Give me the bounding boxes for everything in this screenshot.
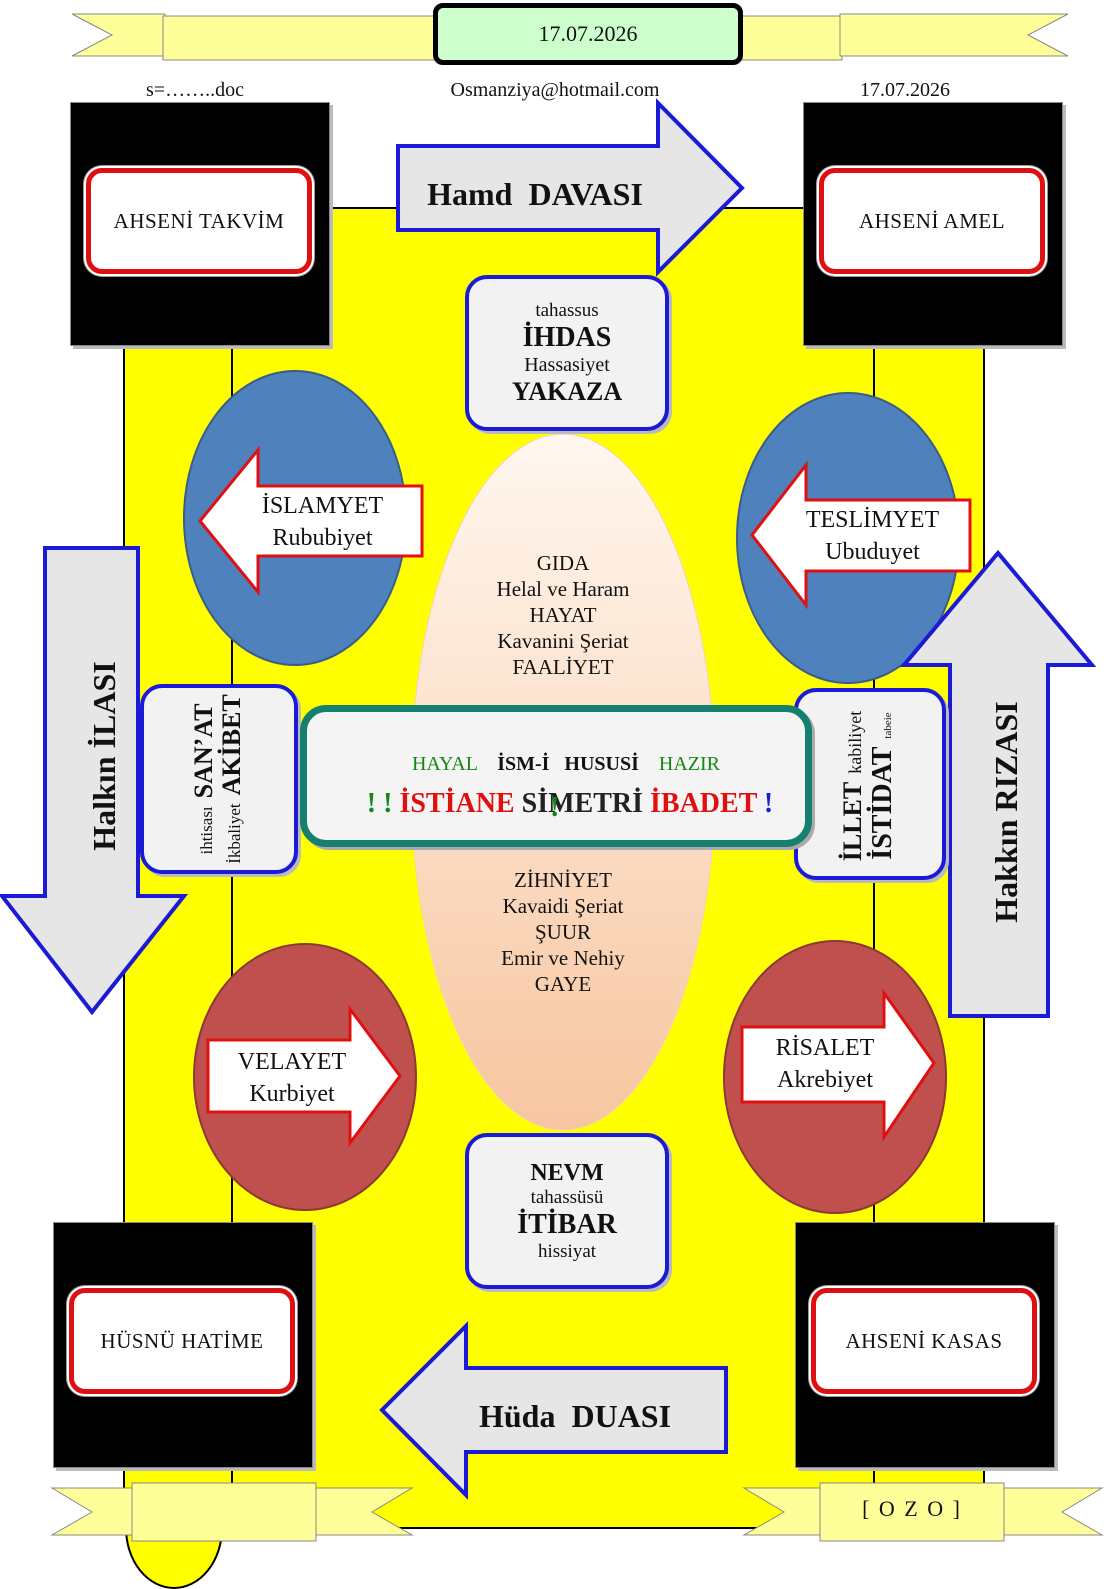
word-hususi: HUSUSİ bbox=[564, 753, 639, 775]
excl-green: ! bbox=[550, 792, 560, 823]
center-bottom-line-5: GAYE bbox=[534, 972, 592, 996]
word-ism-i: İSM-İ bbox=[497, 753, 550, 775]
label-islamyet: İSLAMYET bbox=[261, 493, 384, 519]
arrow-right-risalet bbox=[740, 988, 936, 1142]
center-bottom-line-2: Kavaidi Şeriat bbox=[502, 894, 624, 918]
top-ribbon-left bbox=[71, 13, 444, 61]
center-top-line-4: Kavanini Şeriat bbox=[497, 629, 629, 653]
center-oval-top-text: GIDA Helal ve Haram HAYAT Kavanini Şeria… bbox=[450, 550, 676, 680]
center-bottom-line-3: ŞUUR bbox=[534, 920, 592, 944]
label-ahseni-kasas: AHSENİ KASAS bbox=[811, 1288, 1037, 1394]
date-banner: 17.07.2026 bbox=[433, 3, 743, 65]
center-top-line-2: Helal ve Haram bbox=[496, 577, 630, 601]
email-label[interactable]: Osmanziya@hotmail.com bbox=[450, 79, 660, 101]
oval-bottom-right-label: RİSALET Akrebiyet bbox=[745, 1032, 905, 1096]
center-bottom-line-1: ZİHNİYET bbox=[514, 868, 612, 892]
label-ahseni-takvim: AHSENİ TAKVİM bbox=[86, 168, 312, 274]
box-ihdas-line2: İHDAS bbox=[522, 321, 612, 353]
center-box-row2: ! ! İSTİANE SİMETRİ İBADET ! bbox=[307, 756, 805, 852]
center-box-row1: HAYAL İSM-İ HUSUSİ HAZIR bbox=[307, 730, 805, 799]
label-hakkin-rizasi: Hakkın RIZASI bbox=[988, 701, 1024, 923]
box-akibet-line2: SAN’AT bbox=[189, 703, 218, 799]
label-huda-duasi: Hüda DUASI bbox=[478, 1398, 672, 1434]
box-itibar-line3: İTİBAR bbox=[517, 1208, 617, 1240]
arrow-halkin-ilasi bbox=[0, 546, 189, 1016]
arrow-huda-duasi bbox=[379, 1321, 728, 1500]
label-ahseni-amel: AHSENİ AMEL bbox=[819, 168, 1045, 274]
box-ihdas-line3: Hassasiyet bbox=[524, 353, 610, 376]
file-label: s=……..doc bbox=[146, 79, 244, 101]
top-ribbon-right bbox=[741, 13, 1069, 61]
box-akibet-line4: AKİBET bbox=[217, 694, 246, 796]
word-simetri: SİMETRİ bbox=[521, 788, 643, 819]
box-istidat-line4: tabeie bbox=[881, 712, 894, 739]
excl-pre: ! ! bbox=[366, 788, 393, 819]
bottom-ribbon-left bbox=[50, 1482, 414, 1542]
arrow-hakkin-rizasi bbox=[899, 549, 1097, 1018]
oval-top-right-label: TESLİMYET Ubuduyet bbox=[790, 504, 955, 568]
box-istidat-line3: İSTİDAT bbox=[866, 746, 898, 860]
label-kurbiyet: Kurbiyet bbox=[249, 1081, 335, 1107]
box-akibet-line1: ihtisası bbox=[197, 806, 216, 855]
label-risalet: RİSALET bbox=[775, 1035, 875, 1061]
center-box: HAYAL İSM-İ HUSUSİ HAZIR ! ! İSTİANE SİM… bbox=[300, 705, 812, 847]
oval-top-left-label: İSLAMYET Rububiyet bbox=[250, 490, 395, 554]
label-husnu-hatime: HÜSNÜ HATİME bbox=[69, 1288, 295, 1394]
label-teslimyet: TESLİMYET bbox=[805, 507, 940, 533]
box-istidat-text: İLLET kabiliyet İSTİDAT tabeie bbox=[837, 688, 900, 884]
box-istidat-line1: İLLET bbox=[837, 781, 867, 862]
box-ihdas-line4: YAKAZA bbox=[511, 376, 623, 406]
word-ibadet: İBADET bbox=[650, 788, 757, 819]
arrow-hamd-davasi bbox=[396, 98, 745, 277]
arrow-right-velayet bbox=[206, 1004, 402, 1148]
label-ubuduyet: Ubuduyet bbox=[825, 539, 920, 565]
box-ihdas: tahassus İHDAS Hassasiyet YAKAZA bbox=[465, 275, 669, 431]
box-ihdas-line1: tahassus bbox=[535, 299, 599, 321]
center-top-line-5: FAALİYET bbox=[512, 655, 614, 679]
label-akrebiyet: Akrebiyet bbox=[777, 1067, 873, 1093]
footer-ozo: [ O Z O ] bbox=[862, 1496, 962, 1521]
box-itibar-line2: tahassüsü bbox=[530, 1186, 604, 1208]
date-banner-text: 17.07.2026 bbox=[538, 21, 638, 46]
center-top-line-3: HAYAT bbox=[529, 603, 597, 627]
label-rububiyet: Rububiyet bbox=[272, 525, 373, 551]
box-akibet-text: ihtisası SAN’AT İkbaliyet AKİBET bbox=[189, 684, 246, 874]
center-bottom-line-4: Emir ve Nehiy bbox=[501, 946, 625, 970]
label-halkin-ilasi: Halkın İLASI bbox=[86, 661, 122, 851]
box-akibet-line3: İkbaliyet bbox=[225, 803, 244, 864]
date-right-label: 17.07.2026 bbox=[860, 79, 950, 101]
word-istiane: İSTİANE bbox=[399, 788, 515, 819]
excl-post: ! bbox=[763, 788, 774, 819]
label-velayet: VELAYET bbox=[237, 1049, 347, 1075]
arrow-left-teslimyet bbox=[750, 460, 972, 610]
box-akibet bbox=[140, 684, 298, 874]
bottom-yellow-tab bbox=[124, 1527, 224, 1589]
oval-bottom-left-label: VELAYET Kurbiyet bbox=[212, 1046, 372, 1110]
bottom-ribbon-right bbox=[742, 1482, 1104, 1542]
center-oval-bottom-text: ZİHNİYET Kavaidi Şeriat ŞUUR Emir ve Neh… bbox=[450, 867, 676, 997]
word-hazir: HAZIR bbox=[658, 753, 721, 775]
word-hayal: HAYAL bbox=[411, 753, 478, 775]
label-hamd-davasi: Hamd DAVASI bbox=[427, 176, 643, 212]
center-top-line-1: GIDA bbox=[536, 551, 590, 575]
box-itibar: NEVM tahassüsü İTİBAR hissiyat bbox=[465, 1133, 669, 1289]
box-itibar-line4: hissiyat bbox=[537, 1240, 597, 1262]
arrow-left-islamyet bbox=[198, 445, 424, 597]
box-itibar-line1: NEVM bbox=[530, 1159, 604, 1186]
box-istidat-line2: kabiliyet bbox=[844, 710, 865, 774]
